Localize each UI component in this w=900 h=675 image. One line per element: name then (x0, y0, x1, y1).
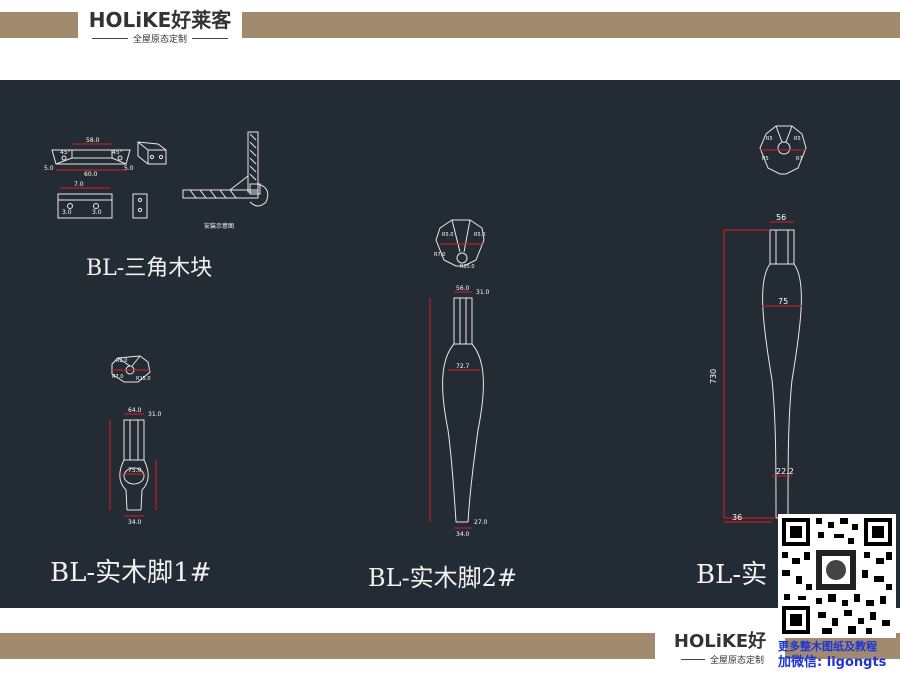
leg3-section-view (759, 125, 807, 175)
title-triangle-block: BL-三角木块 (86, 256, 213, 281)
dim-label: 75.0 (128, 467, 142, 474)
brand-tagline: 全屋原态定制 (709, 656, 764, 666)
dim-label: R7.0 (434, 252, 445, 258)
dim-label: 3.0 (92, 209, 102, 216)
dimension-labels: 58.0 45° 45° 5.0 60.0 5.0 7.0 3.0 3.0 安装… (44, 136, 803, 538)
dim-label: 72.7 (456, 363, 470, 370)
leg2-section-view (435, 219, 485, 267)
dim-label: 56.0 (456, 285, 470, 292)
dim-label: R5 (794, 136, 801, 142)
dim-label: R5.0 (442, 232, 453, 238)
logo-rule (91, 38, 128, 39)
dim-label: 22.2 (776, 467, 794, 476)
dim-label: 34.0 (456, 531, 470, 538)
dim-label: 7.0 (74, 181, 84, 188)
triangle-block-3d-view (137, 141, 167, 165)
brand-name-cn: 好 (748, 631, 767, 652)
leg2-elevation-view (442, 297, 484, 523)
logo-rule (192, 38, 228, 39)
brand-logo-bottom: HOLiKE好 全屋原态定制 (655, 628, 785, 672)
brand-name: HOLiKE (673, 631, 749, 652)
brand-logo-top: HOLiKE好莱客 全屋原态定制 (78, 6, 242, 45)
cad-drawing-panel: 58.0 45° 45° 5.0 60.0 5.0 7.0 3.0 3.0 安装… (0, 80, 900, 608)
dim-label: 27.0 (474, 519, 488, 526)
dim-label: 31.0 (476, 289, 490, 296)
dim-label: 58.0 (86, 137, 100, 144)
dim-label: 45° (60, 149, 71, 156)
dim-label: R15.0 (136, 376, 151, 382)
dim-label: 45° (112, 149, 123, 156)
dim-label: 3.0 (62, 209, 72, 216)
title-leg1: BL-实木脚1# (50, 558, 212, 588)
dim-label: R5 (762, 156, 769, 162)
dim-label: 64.0 (128, 407, 142, 414)
dim-label: 36 (732, 513, 742, 522)
title-leg2: BL-实木脚2# (368, 564, 518, 592)
leg3-elevation-view (762, 229, 802, 519)
promo-line1: 更多整木图纸及教程 (778, 640, 877, 653)
qr-code-icon (778, 514, 896, 638)
dim-label: R5.0 (474, 232, 485, 238)
dimension-lines (56, 143, 806, 529)
qr-code (778, 514, 896, 638)
dim-label: 5.0 (44, 165, 54, 172)
install-note: 安装示意图 (204, 222, 234, 230)
triangle-block-front-view (57, 193, 113, 219)
brand-name: HOLiKE (88, 8, 172, 32)
dim-label: R5 (766, 136, 773, 142)
triangle-block-side-view (132, 193, 148, 219)
install-diagram (182, 131, 269, 207)
promo-wechat-id: ligongts (826, 655, 887, 670)
brand-tagline: 全屋原态定制 (132, 35, 187, 45)
brand-name-cn: 好莱客 (171, 8, 232, 32)
dim-label: R2.0 (116, 358, 127, 364)
triangle-block-top-view (51, 149, 131, 165)
promo-text: 更多整木图纸及教程 加微信: ligongts (778, 640, 900, 672)
dim-label: 34.0 (128, 519, 142, 526)
dim-label: 31.0 (148, 411, 162, 418)
dim-label: 730 (709, 369, 718, 384)
dim-label: 75 (778, 297, 788, 306)
cad-drawing: 58.0 45° 45° 5.0 60.0 5.0 7.0 3.0 3.0 安装… (44, 125, 807, 538)
title-leg3: BL-实 (696, 560, 768, 590)
dim-label: R7 (796, 156, 803, 162)
logo-rule (680, 659, 705, 660)
dim-label: R7.0 (112, 374, 123, 380)
dim-label: 5.0 (124, 165, 134, 172)
dim-label: 56 (776, 213, 786, 222)
dim-label: R15.0 (460, 264, 475, 270)
leg1-elevation-view (119, 419, 149, 511)
dim-label: 60.0 (84, 171, 98, 178)
promo-wechat-label: 加微信: (778, 655, 823, 670)
